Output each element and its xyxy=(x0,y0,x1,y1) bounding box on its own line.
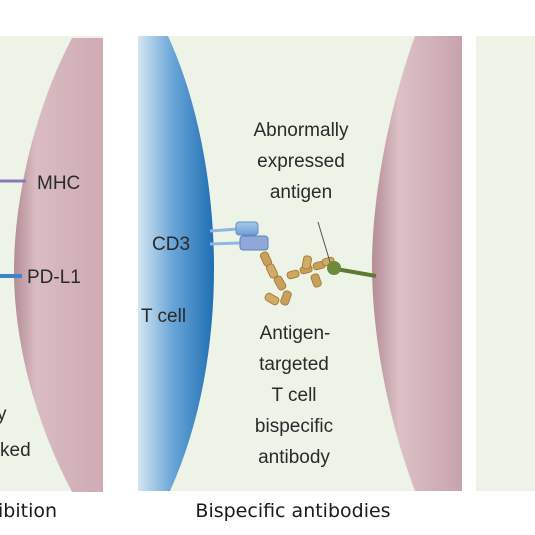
left-tumor-cell xyxy=(14,38,103,492)
left-partial-label-1: y xyxy=(0,404,7,425)
cd3-label: CD3 xyxy=(152,234,190,255)
middle-panel: Abnormally expressed antigen CD3 T cell … xyxy=(138,36,462,491)
antibody-label-4: bispecific xyxy=(255,416,333,437)
cd3-receptor xyxy=(209,221,269,251)
t-cell-label: T cell xyxy=(141,306,186,327)
antibody-label-2: targeted xyxy=(259,354,329,375)
antibody-label-5: antibody xyxy=(258,447,330,468)
t-cell xyxy=(138,36,214,491)
tumor-antigen xyxy=(327,261,377,278)
antibody-label-1: Antigen- xyxy=(260,323,331,344)
left-partial-label-2: ked xyxy=(0,440,31,461)
right-panel-background xyxy=(476,36,535,491)
bispecific-antibody xyxy=(259,251,335,306)
abnormal-antigen-label-2: expressed xyxy=(257,151,345,172)
abnormal-antigen-label-1: Abnormally xyxy=(253,120,349,141)
abnormal-antigen-label-3: antigen xyxy=(270,182,332,203)
mhc-label: MHC xyxy=(37,173,80,194)
middle-panel-caption: Bispecific antibodies xyxy=(195,500,390,522)
right-panel xyxy=(476,36,535,491)
left-panel-caption: ibition xyxy=(0,500,57,522)
pdl1-label: PD-L1 xyxy=(27,267,81,288)
antibody-label-3: T cell xyxy=(271,385,316,406)
tumor-cell xyxy=(372,36,462,491)
antigen-pointer xyxy=(317,221,331,263)
left-panel: MHC PD-L1 y ked xyxy=(0,36,103,492)
